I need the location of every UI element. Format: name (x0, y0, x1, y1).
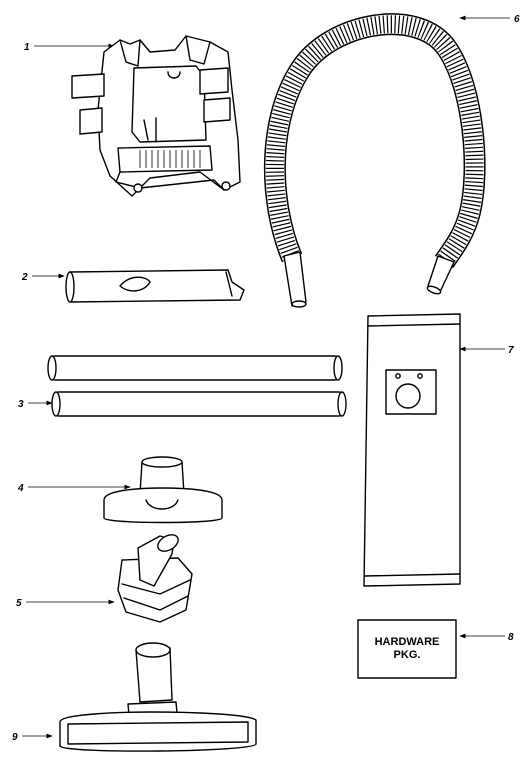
part-9-floor-tool: 9 (12, 642, 257, 752)
part-8-hardware-package: 8 HARDWARE PKG. (357, 619, 514, 679)
callout-3-number: 3 (18, 399, 24, 410)
part-6-hose: 6 (263, 13, 520, 308)
part-5-dusting-brush: 5 (16, 534, 193, 623)
hardware-label-line1: HARDWARE (375, 636, 440, 648)
wand-lower (55, 391, 343, 417)
hardware-label-line2: PKG. (394, 649, 421, 661)
callout-1-number: 1 (24, 42, 30, 53)
callout-9-number: 9 (12, 732, 18, 743)
part-4-upholstery-nozzle: 4 (17, 456, 223, 524)
wand-upper (51, 355, 339, 381)
callout-6-number: 6 (514, 14, 520, 25)
part-3-wands: 3 (18, 355, 347, 417)
callout-8-number: 8 (508, 632, 514, 643)
part-2-crevice-tool: 2 (21, 269, 245, 303)
part-1-frame: 1 (24, 35, 241, 197)
callout-4-number: 4 (17, 483, 24, 494)
callout-5-number: 5 (16, 598, 22, 609)
part-7-bag: 7 (363, 313, 514, 587)
callout-7-number: 7 (508, 345, 514, 356)
callout-2-number: 2 (21, 272, 28, 283)
hardware-box (357, 619, 457, 679)
